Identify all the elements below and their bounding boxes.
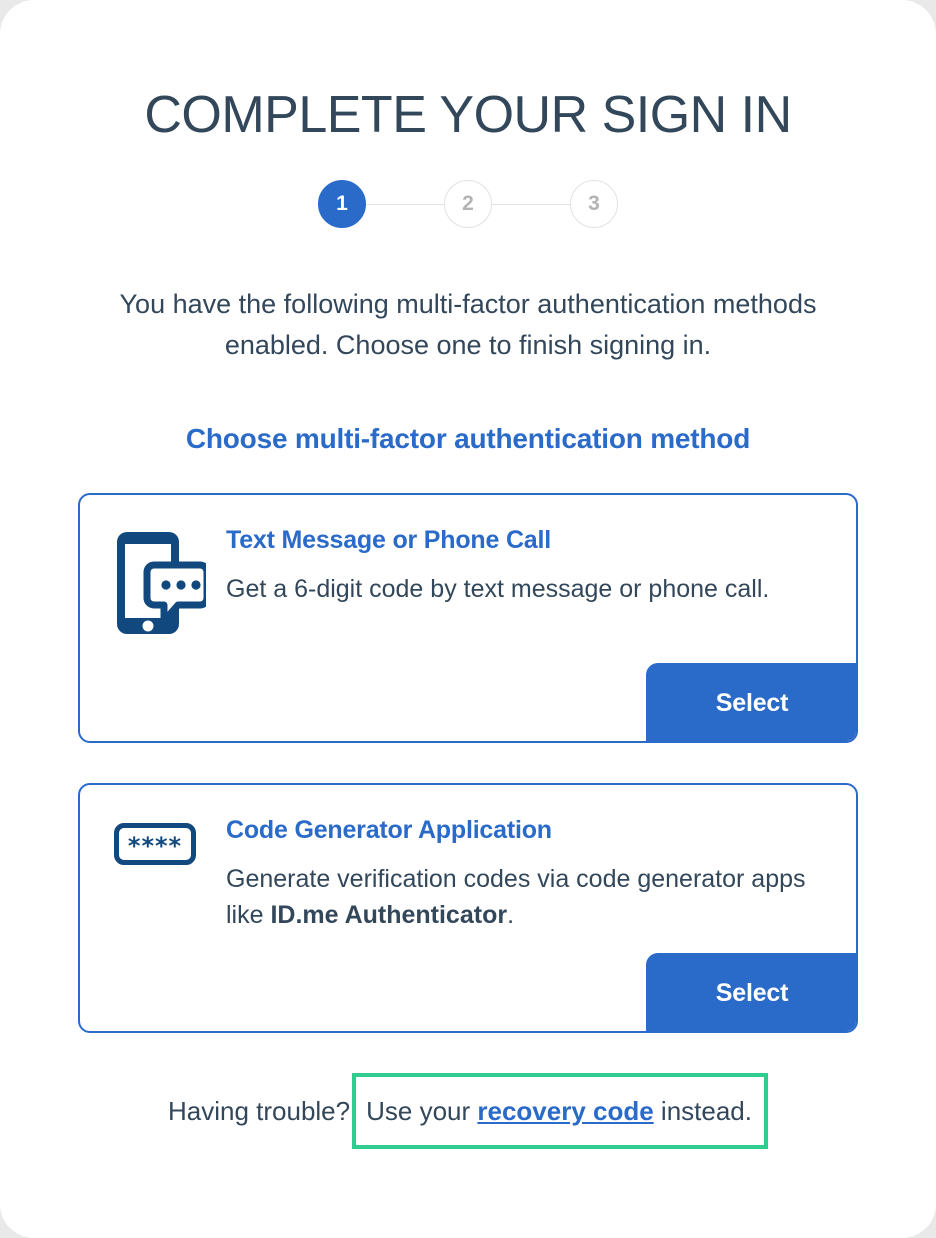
stepper-step-2[interactable]: 2 [444,180,492,228]
having-trouble-label: Having trouble? [167,1096,351,1126]
stepper-connector-2 [492,203,570,205]
code-icon-box: **** [114,823,196,865]
progress-stepper: 1 2 3 [0,180,936,228]
method-description: Get a 6-digit code by text message or ph… [226,555,830,607]
method-card-body: Text Message or Phone Call Get a 6-digit… [80,495,856,642]
recovery-code-link[interactable]: recovery code [477,1096,654,1126]
code-asterisks-icon: **** [114,815,226,933]
method-card-text: Text Message or Phone Call Get a 6-digit… [226,525,830,642]
stepper-step-1-label: 1 [336,192,348,215]
page-content: COMPLETE YOUR SIGN IN 1 2 3 You have the… [0,86,936,1149]
intro-text: You have the following multi-factor auth… [119,289,817,360]
select-button-text-message[interactable]: Select [646,663,856,741]
page-title: COMPLETE YOUR SIGN IN [144,86,792,144]
stepper-step-3[interactable]: 3 [570,180,618,228]
method-card-body: **** Code Generator Application Generate… [80,785,856,933]
stepper-step-1[interactable]: 1 [318,180,366,228]
recovery-code-highlight-box: Use your recovery code instead. [352,1073,768,1149]
phone-message-icon [114,525,226,642]
stepper-step-2-label: 2 [462,192,474,215]
method-title: Code Generator Application [226,816,552,844]
stepper-connector-1 [366,203,444,205]
method-title: Text Message or Phone Call [226,526,551,554]
recovery-lead-text: Use your [366,1096,478,1126]
method-description: Generate verification codes via code gen… [226,845,830,933]
mfa-method-card-code-generator[interactable]: **** Code Generator Application Generate… [78,783,858,1033]
method-description-emphasis: ID.me Authenticator [270,901,508,929]
select-button-code-generator[interactable]: Select [646,953,856,1031]
method-description-tail: . [507,901,515,929]
section-heading: Choose multi-factor authentication metho… [185,423,751,454]
recovery-tail-text: instead. [653,1096,752,1126]
mfa-method-card-text-message[interactable]: Text Message or Phone Call Get a 6-digit… [78,493,858,743]
code-icon-text: **** [127,832,183,860]
recovery-footer: Having trouble? Use your recovery code i… [0,1073,936,1149]
method-card-text: Code Generator Application Generate veri… [226,815,830,933]
method-description-lead: Generate verification codes via code gen… [226,865,806,929]
mfa-method-list: Text Message or Phone Call Get a 6-digit… [0,493,936,1033]
stepper-step-3-label: 3 [588,192,600,215]
method-description-lead: Get a 6-digit code by text message or ph… [226,575,770,603]
